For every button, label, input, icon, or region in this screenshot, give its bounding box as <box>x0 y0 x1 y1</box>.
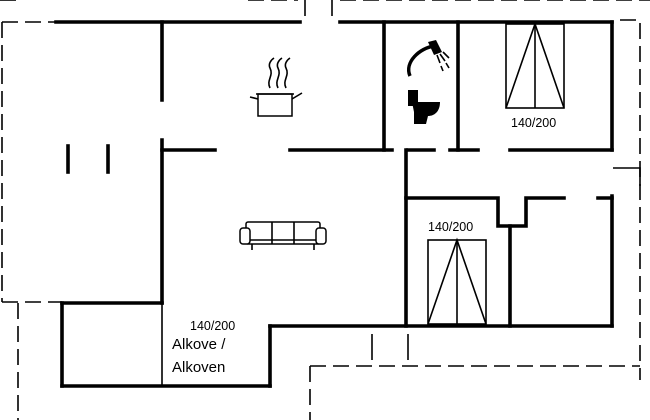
toilet-icon <box>408 90 440 124</box>
bed-icon-middle <box>427 237 487 325</box>
alcove-label-line2: Alkoven <box>172 359 225 376</box>
bed-icon-top <box>505 21 565 109</box>
shower-icon <box>406 40 450 77</box>
alcove-label-line1: Alkove / <box>172 336 226 353</box>
walls <box>54 20 614 388</box>
cooking-pot-icon <box>249 57 303 117</box>
alcove-size-label: 140/200 <box>190 319 235 333</box>
bedroom-middle-size-label: 140/200 <box>428 220 473 234</box>
thin-lines <box>161 167 641 386</box>
bedroom-top-size-label: 140/200 <box>511 116 556 130</box>
sofa-icon <box>239 221 327 250</box>
